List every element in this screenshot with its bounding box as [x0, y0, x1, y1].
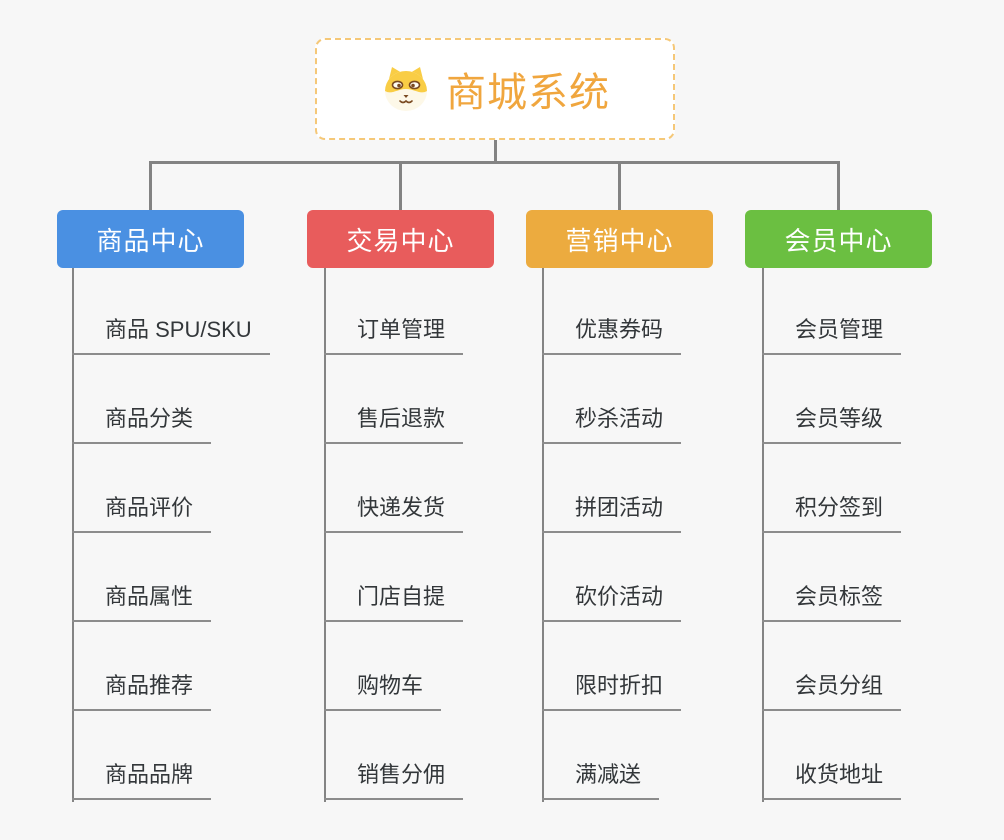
mindmap-item[interactable]: 门店自提 [324, 582, 464, 622]
mindmap-item[interactable]: 商品 SPU/SKU [72, 315, 270, 355]
mindmap-item[interactable]: 收货地址 [762, 760, 902, 800]
branch-box-0[interactable]: 商品中心 [57, 210, 244, 268]
mindmap-item[interactable]: 优惠券码 [542, 315, 682, 355]
mindmap-item[interactable]: 商品属性 [72, 582, 212, 622]
mindmap-item[interactable]: 限时折扣 [542, 671, 682, 711]
branch-spine-1 [324, 268, 326, 802]
mindmap-item[interactable]: 商品品牌 [72, 760, 212, 800]
mindmap-item[interactable]: 会员等级 [762, 404, 902, 444]
mindmap-item[interactable]: 会员分组 [762, 671, 902, 711]
branch-spine-2 [542, 268, 544, 802]
mindmap-item[interactable]: 积分签到 [762, 493, 902, 533]
root-connector-stub [493, 140, 497, 161]
mindmap-item[interactable]: 商品分类 [72, 404, 212, 444]
mindmap-item[interactable]: 售后退款 [324, 404, 464, 444]
mindmap-item[interactable]: 快递发货 [324, 493, 464, 533]
branch-spine-3 [762, 268, 764, 802]
connector-bus [149, 161, 840, 164]
mindmap-item[interactable]: 秒杀活动 [542, 404, 682, 444]
mindmap-item[interactable]: 拼团活动 [542, 493, 682, 533]
mindmap-item[interactable]: 满减送 [542, 760, 660, 800]
mindmap-item[interactable]: 砍价活动 [542, 582, 682, 622]
root-title: 商城系统 [446, 71, 610, 115]
dog-face-icon [380, 65, 432, 113]
mindmap-item[interactable]: 商品推荐 [72, 671, 212, 711]
branch-spine-0 [72, 268, 74, 802]
connector-drop-2 [618, 161, 621, 210]
mindmap-item[interactable]: 购物车 [324, 671, 442, 711]
branch-box-3[interactable]: 会员中心 [745, 210, 932, 268]
mindmap-item[interactable]: 销售分佣 [324, 760, 464, 800]
branch-box-2[interactable]: 营销中心 [526, 210, 713, 268]
branch-box-1[interactable]: 交易中心 [307, 210, 494, 268]
mindmap-item[interactable]: 会员管理 [762, 315, 902, 355]
mindmap-item[interactable]: 商品评价 [72, 493, 212, 533]
connector-drop-1 [399, 161, 402, 210]
connector-drop-0 [149, 161, 152, 210]
mindmap-item[interactable]: 会员标签 [762, 582, 902, 622]
mindmap-item[interactable]: 订单管理 [324, 315, 464, 355]
connector-drop-3 [837, 161, 840, 210]
root-node-mall-system[interactable]: 商城系统 [315, 38, 675, 140]
